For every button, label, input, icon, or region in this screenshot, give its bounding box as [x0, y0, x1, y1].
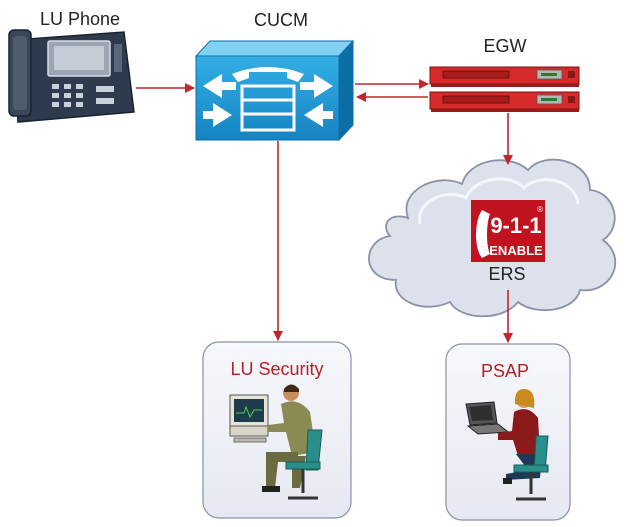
- ers-label: ERS: [488, 264, 525, 284]
- operator-icon: [465, 388, 549, 501]
- psap-node: PSAP: [445, 343, 571, 521]
- egw-node: EGW: [429, 36, 580, 112]
- security-label: LU Security: [230, 359, 323, 379]
- gateway-icon: [429, 66, 580, 112]
- security-node: LU Security: [202, 341, 352, 519]
- badge-enable: ENABLE: [489, 243, 543, 258]
- 911-enable-logo: 9-1-1 ® ENABLE: [471, 200, 545, 262]
- operator-icon: [229, 384, 323, 500]
- psap-label: PSAP: [481, 361, 529, 381]
- call-manager-icon: [194, 39, 355, 142]
- cucm-label: CUCM: [254, 10, 308, 30]
- connectors: [136, 79, 513, 343]
- ers-cloud: 9-1-1 ® ENABLE ERS: [368, 158, 617, 318]
- cucm-node: CUCM: [194, 10, 355, 142]
- phone-node: LU Phone: [8, 9, 135, 123]
- badge-number: 9-1-1: [490, 213, 541, 238]
- ip-phone-icon: [8, 29, 135, 123]
- badge-registered: ®: [537, 205, 543, 214]
- phone-label: LU Phone: [40, 9, 120, 29]
- egw-label: EGW: [484, 36, 527, 56]
